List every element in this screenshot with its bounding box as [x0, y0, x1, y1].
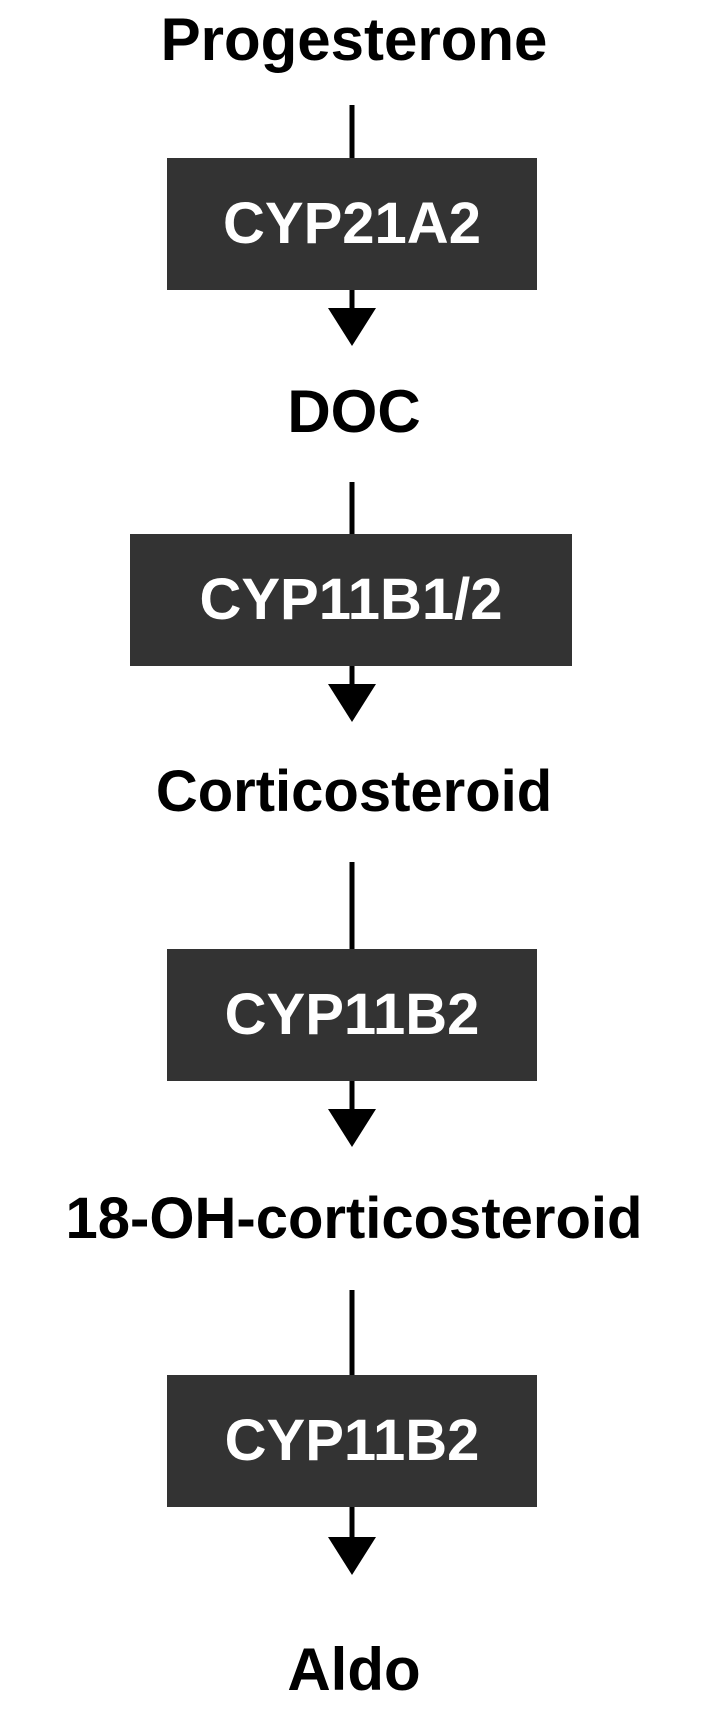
connector-line [349, 105, 355, 163]
compound-doc: DOC [287, 378, 421, 445]
enzyme-label: CYP11B2 [224, 1408, 480, 1473]
connector-line [349, 1290, 355, 1380]
compound-progesterone: Progesterone [160, 6, 548, 73]
enzyme-label: CYP21A2 [223, 191, 481, 256]
enzyme-box-cyp11b1-2: CYP11B1/2 [130, 534, 572, 666]
arrow-down [328, 666, 376, 722]
enzyme-box-cyp11b2: CYP11B2 [167, 1375, 537, 1507]
enzyme-label: CYP11B1/2 [199, 567, 503, 632]
enzyme-box-cyp21a2: CYP21A2 [167, 158, 537, 290]
enzyme-box-cyp11b2: CYP11B2 [167, 949, 537, 1081]
compound-18-oh-corticosteroid: 18-OH-corticosteroid [65, 1186, 643, 1251]
enzyme-label: CYP11B2 [224, 982, 480, 1047]
compound-aldo: Aldo [287, 1636, 421, 1703]
arrow-down [328, 1507, 376, 1575]
compound-corticosteroid: Corticosteroid [155, 759, 553, 824]
connector-line [349, 482, 355, 539]
arrow-down [328, 290, 376, 346]
connector-line [349, 862, 355, 954]
arrow-down [328, 1081, 376, 1147]
